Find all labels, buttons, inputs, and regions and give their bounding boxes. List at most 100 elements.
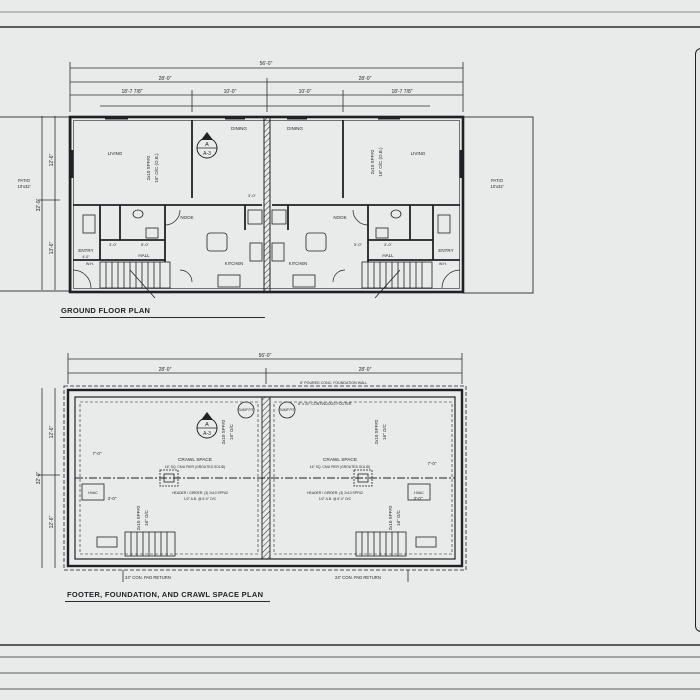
foundation-plan-title: FOOTER, FOUNDATION, AND CRAWL SPACE PLAN: [67, 590, 264, 599]
nook-label-right: NOOK: [333, 215, 346, 220]
gf-joist-note-left: 2x10 SPF#2: [146, 155, 151, 180]
nook-label-left: NOOK: [180, 215, 193, 220]
gf-depth-total: 32'-0": [36, 198, 42, 211]
fd-pier-note-left: 16" SQ. CMU PIER (GROUTED SOLID): [165, 465, 226, 469]
gf-section-letter: A: [205, 142, 209, 148]
ground-floor-plan: 56'-0" 28'-0" 28'-0" 18'-7 7/8" 10'-0" 1…: [0, 61, 534, 299]
title-block-edge: [695, 48, 700, 632]
dining-label-right: DINING: [287, 126, 303, 131]
fd-stairs: [96, 531, 437, 557]
fd-depth-part-1: 12'-6": [49, 425, 55, 438]
gf-seg-dim-4: 18'-7 7/8": [391, 89, 412, 95]
fd-section-sheet: A-3: [203, 431, 211, 437]
gf-windows: [70, 116, 463, 178]
fd-girder-note-left: HEADER / GIRDER: (3) 2x10 SPF#2: [172, 491, 228, 495]
fd-bolt-note-right: 1/2" A.B. @ 6'-0" O/C: [319, 497, 352, 501]
gf-small-dim-2: 5'-0": [141, 242, 150, 247]
fd-beam-spacing-left: 16" O/C: [229, 423, 234, 440]
fd-hvac-left: HVAC: [88, 491, 98, 495]
fd-dim7-right: 7'-0": [428, 461, 437, 466]
gf-interior-walls: [73, 120, 460, 262]
fd-section-letter: A: [205, 422, 209, 428]
gf-small-dim-3: 3'-0": [384, 242, 393, 247]
sheet-border: [0, 11, 700, 690]
hall-label-right: HALL: [382, 253, 394, 258]
fd-top-note: 8" POURED CONC. FOUNDATION WALL: [300, 381, 367, 385]
gf-small-dim-6: 3'-0": [248, 193, 257, 198]
fd-beam-note-right-2: 2x10 SPF#2: [388, 505, 393, 530]
patio-left-size: 10'x32': [17, 184, 30, 189]
fd-sump-right: SUMP PIT: [280, 408, 295, 412]
gf-overall-width: 56'-0": [260, 61, 273, 67]
gf-joist-spacing-left: 16" O/C (O.B.): [154, 153, 159, 183]
fd-beam-spacing-right-2: 16" O/C: [396, 509, 401, 526]
fd-dim3-left: 3'-0": [108, 496, 117, 501]
gf-stairs-left: [99, 261, 171, 299]
fd-pad-return-left: 24" CON. PAD RETURN: [125, 575, 171, 580]
patio-right: [462, 116, 534, 294]
foundation-title-underline: [65, 601, 270, 603]
gf-depth-part-1: 12'-6": [49, 153, 55, 166]
fd-pad-return-right: 24" CON. PAD RETURN: [335, 575, 381, 580]
gf-small-dim-1: 3'-0": [109, 242, 118, 247]
gf-small-dim-5: 4'-0": [82, 255, 90, 259]
fd-piers: [159, 469, 373, 487]
fd-footer-note: 8" x 20" CONTINUOUS FOOTER: [298, 402, 352, 406]
fd-sump-left: SUMP PIT: [239, 408, 254, 412]
gf-door-swings: [72, 209, 461, 289]
fd-overall-width: 56'-0": [259, 353, 272, 359]
living-label-right: LIVING: [411, 151, 426, 156]
hall-label-left: HALL: [138, 253, 150, 258]
fd-bolt-note-left: 1/2" A.B. @ 6'-0" O/C: [184, 497, 217, 501]
entry-label-right: ENTRY: [438, 248, 453, 253]
fd-hvac-right: HVAC: [414, 491, 424, 495]
dining-label-left: DINING: [231, 126, 247, 131]
gf-seg-dim-2: 10'-0": [224, 89, 237, 95]
fd-dimension-lines: [38, 353, 463, 582]
kitchen-label-right: KITCHEN: [289, 261, 307, 266]
fd-pier-note-right: 16" SQ. CMU PIER (GROUTED SOLID): [310, 465, 371, 469]
fd-beam-note-left-2: 2x10 SPF#2: [136, 505, 141, 530]
gf-joist-note-right: 2x10 SPF#2: [370, 149, 375, 174]
wh-label-left: W.H.: [86, 262, 94, 266]
fd-hvac: HVAC HVAC: [81, 483, 431, 501]
fd-dim7-left: 7'-0": [93, 451, 102, 456]
gf-seg-dim-3: 10'-0": [299, 89, 312, 95]
wh-label-right: W.H.: [439, 262, 447, 266]
patio-right-label: PATIO: [491, 178, 504, 183]
gf-half-width-left: 28'-0": [159, 76, 172, 82]
entry-label-left: ENTRY: [78, 248, 93, 253]
fd-beam-spacing-left-2: 16" O/C: [144, 509, 149, 526]
gf-depth-part-2: 13'-6": [49, 241, 55, 254]
foundation-plan: 56'-0" 28'-0" 28'-0" 32'-0" 12'-6" 12'-6…: [36, 353, 467, 582]
fd-depth-total: 32'-0": [36, 471, 42, 484]
fd-sump-pits: SUMP PIT SUMP PIT: [237, 401, 296, 419]
fd-foundation-wall-outer: [66, 388, 464, 568]
fd-crawl-left: CRAWL SPACE: [178, 457, 212, 463]
ground-floor-plan-title: GROUND FLOOR PLAN: [61, 306, 151, 315]
gf-kitchen-fixtures: [206, 209, 327, 288]
fd-footer-outline: [63, 385, 467, 571]
fd-depth-part-2: 12'-6": [49, 515, 55, 528]
fd-section-tag: A A-3: [196, 412, 218, 439]
ground-floor-title-underline: [60, 317, 265, 319]
fd-girder-note-right: HEADER / GIRDER: (3) 2x10 SPF#2: [307, 491, 363, 495]
fd-half-width-right: 28'-0": [359, 367, 372, 373]
fd-dim3-right: 3'-0": [414, 496, 423, 501]
gf-section-sheet: A-3: [203, 151, 211, 157]
living-label-left: LIVING: [108, 151, 123, 156]
gf-stairs-right: [361, 261, 433, 299]
fd-half-width-left: 28'-0": [159, 367, 172, 373]
gf-section-tag: A A-3: [196, 132, 218, 159]
gf-half-width-right: 28'-0": [359, 76, 372, 82]
patio-right-size: 10'x32': [490, 184, 503, 189]
patio-left-label: PATIO: [18, 178, 31, 183]
fd-beam-spacing-right: 16" O/C: [382, 423, 387, 440]
kitchen-label-left: KITCHEN: [225, 261, 243, 266]
gf-seg-dim-1: 18'-7 7/8": [121, 89, 142, 95]
fd-crawl-right: CRAWL SPACE: [323, 457, 357, 463]
fd-beam-note-left: 2x10 SPF#2: [221, 419, 226, 444]
gf-bath-fixtures: [82, 209, 451, 239]
